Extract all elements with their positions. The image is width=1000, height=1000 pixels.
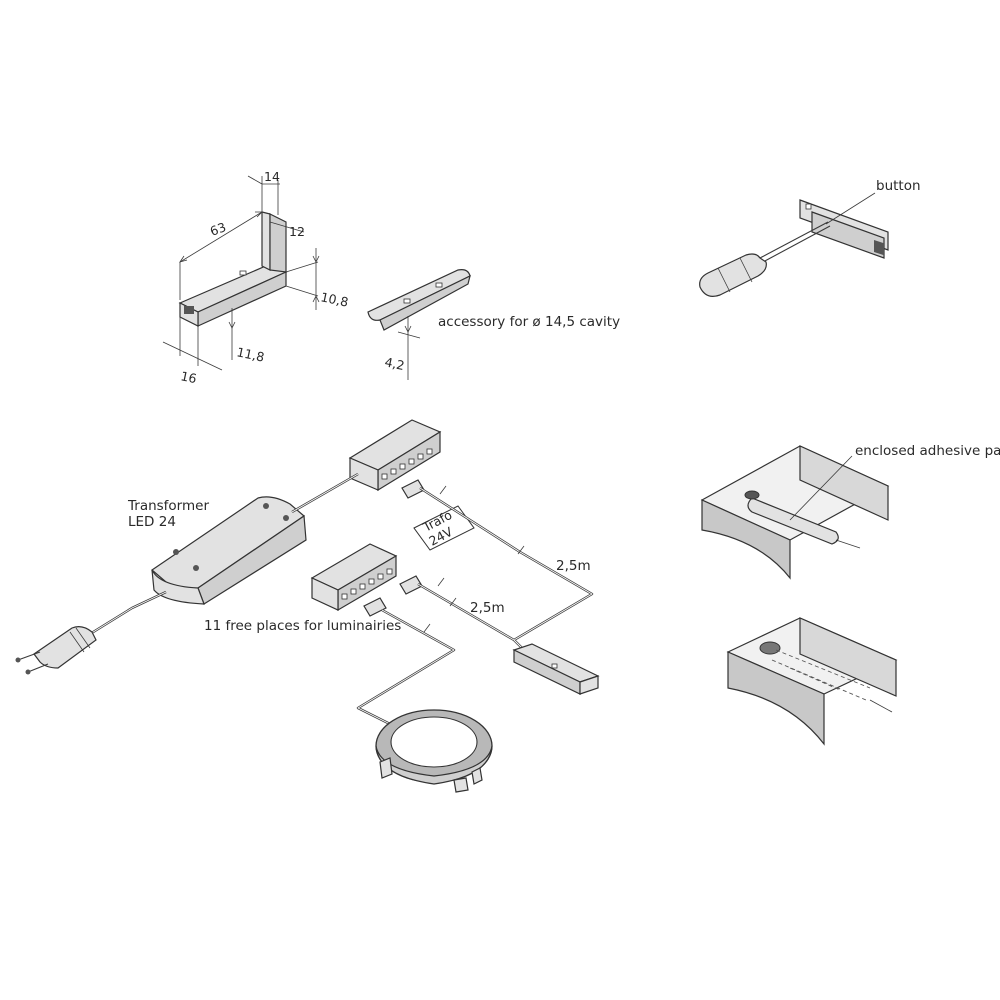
dim-14: 14 (264, 169, 280, 184)
cable-length-label-2: 2,5m (470, 600, 505, 616)
free-places-label: 11 free places for luminairies (204, 618, 401, 634)
transformer-label-1: Transformer (127, 498, 209, 514)
dim-63: 63 (208, 219, 228, 239)
transformer-label-2: LED 24 (128, 514, 176, 530)
cabinet-recessed-drawing (726, 617, 898, 746)
accessory-clip-drawing (367, 269, 471, 380)
trafo-tag (413, 505, 475, 551)
accessory-label: accessory for ø 14,5 cavity (438, 314, 620, 330)
distributor-box-1 (348, 419, 442, 492)
sensor-housing-drawing (162, 175, 320, 371)
distributor-box-2 (310, 543, 398, 612)
button-label: button (876, 178, 921, 194)
cable-length-label-1: 2,5m (556, 558, 591, 574)
dim-4-2: 4,2 (383, 354, 406, 373)
dim-12: 12 (289, 224, 305, 239)
transformer (151, 496, 307, 605)
dim-16: 16 (179, 368, 198, 386)
sensor-switch (512, 643, 600, 695)
cabinet-adhesive-drawing (700, 445, 890, 580)
dim-10-8: 10,8 (319, 289, 349, 309)
connector-2 (363, 575, 423, 617)
power-plug (15, 590, 167, 675)
dim-11-8: 11,8 (235, 344, 265, 364)
downlight (375, 709, 493, 793)
adhesive-label: enclosed adhesive pad (855, 443, 1000, 459)
screwdriver-button-drawing (699, 192, 889, 297)
